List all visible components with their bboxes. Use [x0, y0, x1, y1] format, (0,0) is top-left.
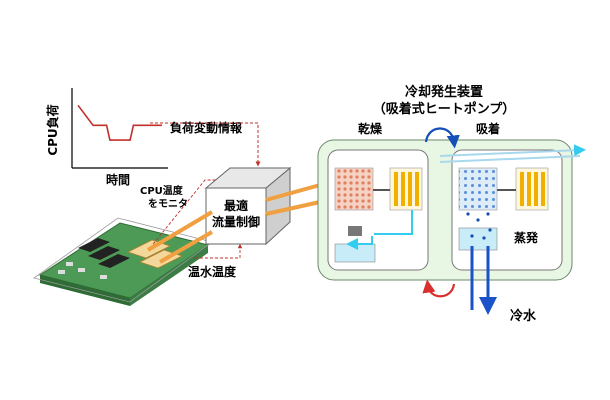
cycle-arrow-top [424, 127, 460, 149]
controller-label-2: 流量制御 [212, 214, 260, 229]
evaporation-label: 蒸発 [514, 230, 539, 245]
cycle-arrow-bottom [422, 279, 456, 298]
board-chip-3 [98, 254, 130, 268]
device-title-2: （吸着式ヒートポンプ） [373, 101, 516, 117]
drying-label: 乾燥 [358, 121, 383, 136]
board-chip-2 [88, 246, 120, 260]
hot-water-temp-label: 温水温度 [188, 264, 237, 279]
adsorption-sorbent-bars [520, 172, 545, 206]
adsorption-label: 吸着 [476, 121, 500, 136]
hot-pipe-cpu-2 [159, 230, 213, 264]
cold-water-label: 冷水 [510, 308, 537, 324]
cyan-pipe-drying [346, 236, 373, 250]
adsorption-sorbent-left [458, 167, 498, 211]
circuit-board [33, 217, 213, 306]
load-info-label: 負荷変動情報 [170, 120, 243, 135]
flow-controller-cube [204, 166, 292, 246]
board-chip-1 [78, 238, 110, 252]
load-info-signal-line [150, 122, 261, 167]
cooling-water-outlet [439, 144, 586, 157]
cpu-monitor-label-1: CPU温度 [140, 184, 184, 197]
cpu-monitor-label-2: をモニタ [148, 198, 188, 210]
cyan-pipe-loop [374, 210, 413, 235]
cpu-load-line [77, 104, 162, 141]
hot-water-temp-line [195, 243, 243, 259]
device-title-1: 冷却発生装置 [405, 84, 483, 100]
evaporator-tray [458, 227, 498, 251]
cpu-load-graph: CPU負荷 時間 [45, 88, 168, 187]
graph-ylabel: CPU負荷 [45, 104, 60, 155]
drying-sorbent-bars [394, 172, 419, 206]
drying-water-pool [334, 243, 376, 263]
vapor-dots [466, 212, 492, 240]
controller-label-1: 最適 [224, 198, 248, 213]
graph-xlabel: 時間 [106, 172, 130, 187]
hot-pipe-cpu-1 [146, 210, 214, 252]
drying-sorbent-left [334, 167, 374, 211]
cooling-water-outlet-2 [439, 155, 581, 163]
